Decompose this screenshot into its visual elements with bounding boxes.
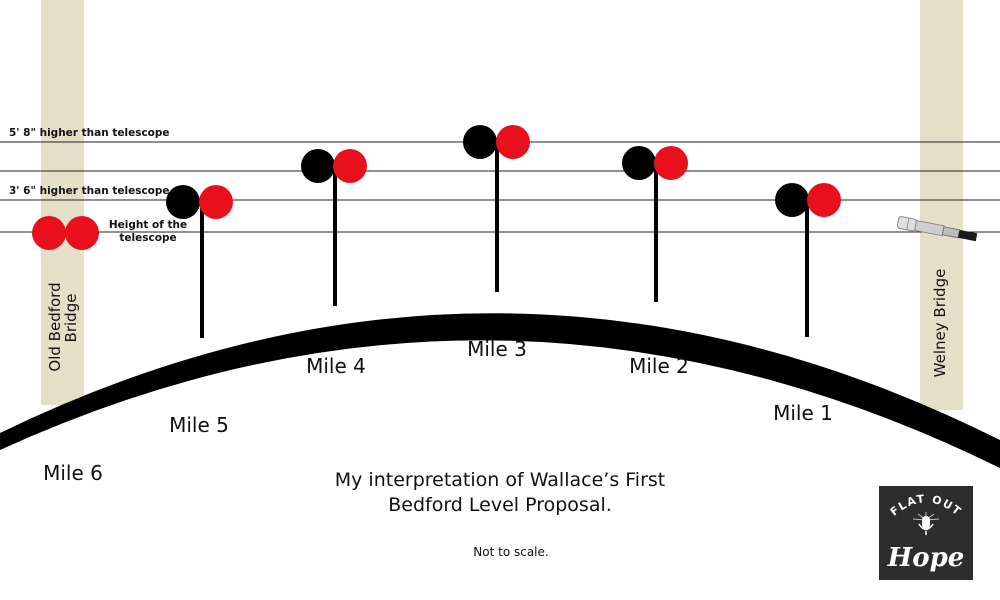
earth-curve <box>0 313 1000 468</box>
marker-red-mile-5 <box>199 185 233 219</box>
title-line-1: My interpretation of Wallace’s First <box>335 469 666 491</box>
label-welney-bridge: Welney Bridge <box>931 269 949 378</box>
label-mile-1: Mile 1 <box>773 401 833 425</box>
not-to-scale-note: Not to scale. <box>473 545 548 559</box>
marker-red-old-bedford-1 <box>32 216 66 250</box>
marker-red-old-bedford-2 <box>65 216 99 250</box>
label-old-bedford-bridge-line2: Bridge <box>62 294 80 343</box>
marker-black-mile-2 <box>622 146 656 180</box>
label-3ft6-higher: 3' 6" higher than telescope <box>9 185 170 197</box>
label-mile-4: Mile 4 <box>306 354 366 378</box>
label-mile-5: Mile 5 <box>169 413 229 437</box>
marker-black-mile-4 <box>301 149 335 183</box>
welney-bridge-pillar <box>920 0 963 410</box>
marker-red-mile-3 <box>496 125 530 159</box>
pole-mile-4 <box>301 149 367 306</box>
flat-out-hope-logo: FLAT OUT Hope <box>879 486 973 580</box>
label-telescope-height-line2: telescope <box>119 232 176 244</box>
title-line-2: Bedford Level Proposal. <box>388 494 612 516</box>
old-bedford-bridge-pillar <box>41 0 84 405</box>
pole-mile-2 <box>622 146 688 302</box>
label-5ft8-higher: 5' 8" higher than telescope <box>9 127 170 139</box>
label-mile-3: Mile 3 <box>467 337 527 361</box>
svg-text:Hope: Hope <box>887 543 965 573</box>
telescope-icon <box>896 216 978 242</box>
marker-red-mile-2 <box>654 146 688 180</box>
pole-mile-1 <box>775 183 841 337</box>
marker-red-mile-4 <box>333 149 367 183</box>
pole-mile-3 <box>463 125 530 292</box>
marker-black-mile-3 <box>463 125 497 159</box>
label-telescope-height-line1: Height of the <box>109 219 187 231</box>
marker-black-mile-5 <box>166 185 200 219</box>
label-mile-2: Mile 2 <box>629 354 689 378</box>
label-mile-6: Mile 6 <box>43 461 103 485</box>
label-old-bedford-bridge-line1: Old Bedford <box>46 282 64 371</box>
marker-red-mile-1 <box>807 183 841 217</box>
marker-black-mile-1 <box>775 183 809 217</box>
pole-mile-5 <box>166 185 233 338</box>
microphone-icon <box>918 516 934 535</box>
